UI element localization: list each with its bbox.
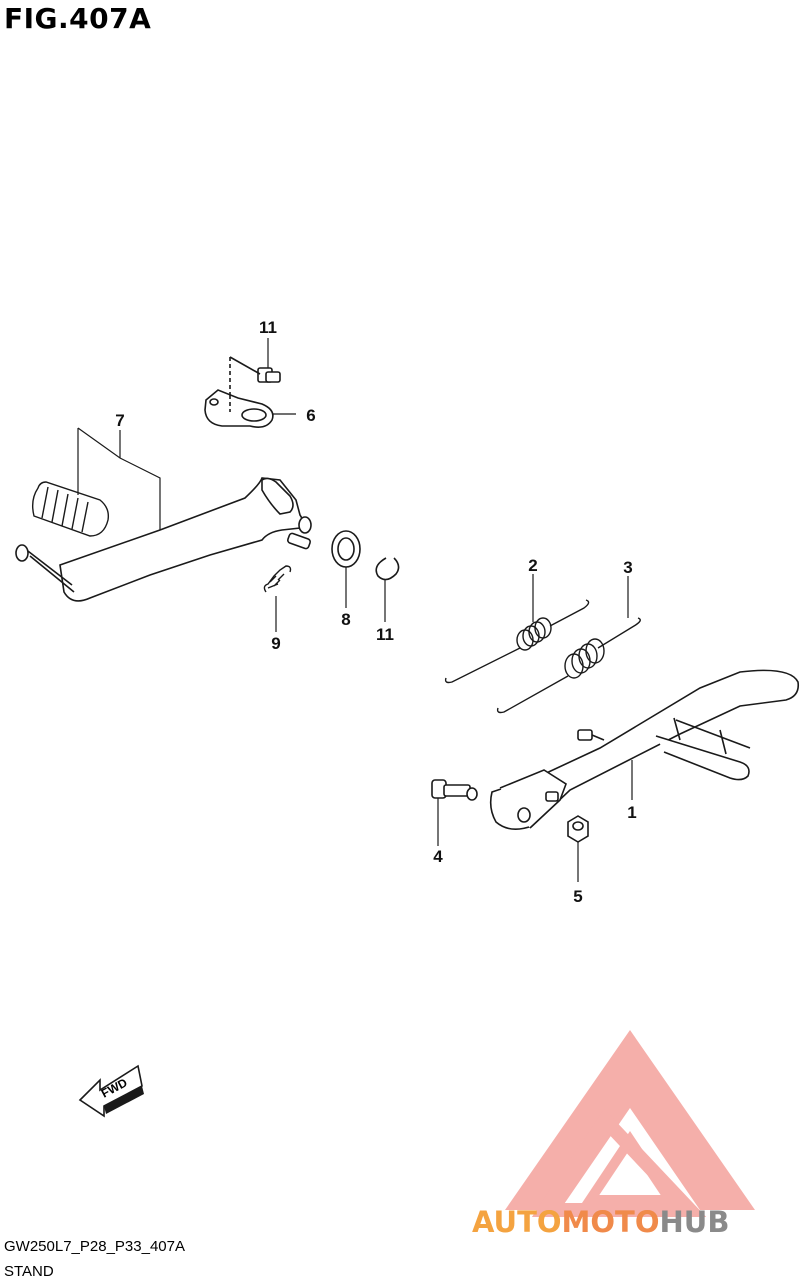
part-9-spring[interactable] [263, 565, 292, 593]
watermark-part1: AUTO [472, 1205, 562, 1239]
watermark-part3: HUB [660, 1205, 730, 1239]
part-6-bracket[interactable] [204, 389, 274, 428]
part-1-side-stand[interactable] [489, 669, 800, 830]
figure-title: FIG.407A [4, 2, 152, 35]
watermark-logo [505, 1030, 755, 1217]
callout-9: 9 [271, 634, 280, 653]
part-7-shift-lever[interactable] [15, 477, 312, 602]
part-4-bolt[interactable] [431, 779, 478, 801]
callout-5: 5 [573, 887, 582, 906]
callout-10: 11 [259, 318, 277, 337]
part-11-circlip[interactable] [375, 557, 400, 581]
part-8-washer[interactable] [331, 530, 361, 568]
callout-1: 1 [627, 803, 636, 822]
callout-3: 3 [623, 558, 632, 577]
callout-11: 11 [376, 625, 394, 644]
diagram-caption: STAND [4, 1263, 54, 1280]
watermark-text: AUTOMOTOHUB [472, 1205, 729, 1239]
callout-4: 4 [433, 847, 443, 866]
callout-2: 2 [528, 556, 537, 575]
shift-rubber [31, 481, 110, 537]
part-5-nut[interactable] [567, 815, 589, 843]
diagram-code: GW250L7_P28_P33_407A [4, 1238, 185, 1255]
leader-lines [119, 338, 633, 882]
part-3-spring[interactable] [496, 617, 641, 714]
fwd-arrow-icon: FWD [78, 1064, 144, 1118]
watermark-part2: MOTO [562, 1205, 660, 1239]
callout-8: 8 [341, 610, 350, 629]
part-2-spring[interactable] [444, 599, 590, 684]
callout-7: 7 [115, 411, 124, 430]
callout-6: 6 [306, 406, 315, 425]
leader-7 [77, 427, 161, 530]
part-10-bolt[interactable] [229, 356, 281, 395]
